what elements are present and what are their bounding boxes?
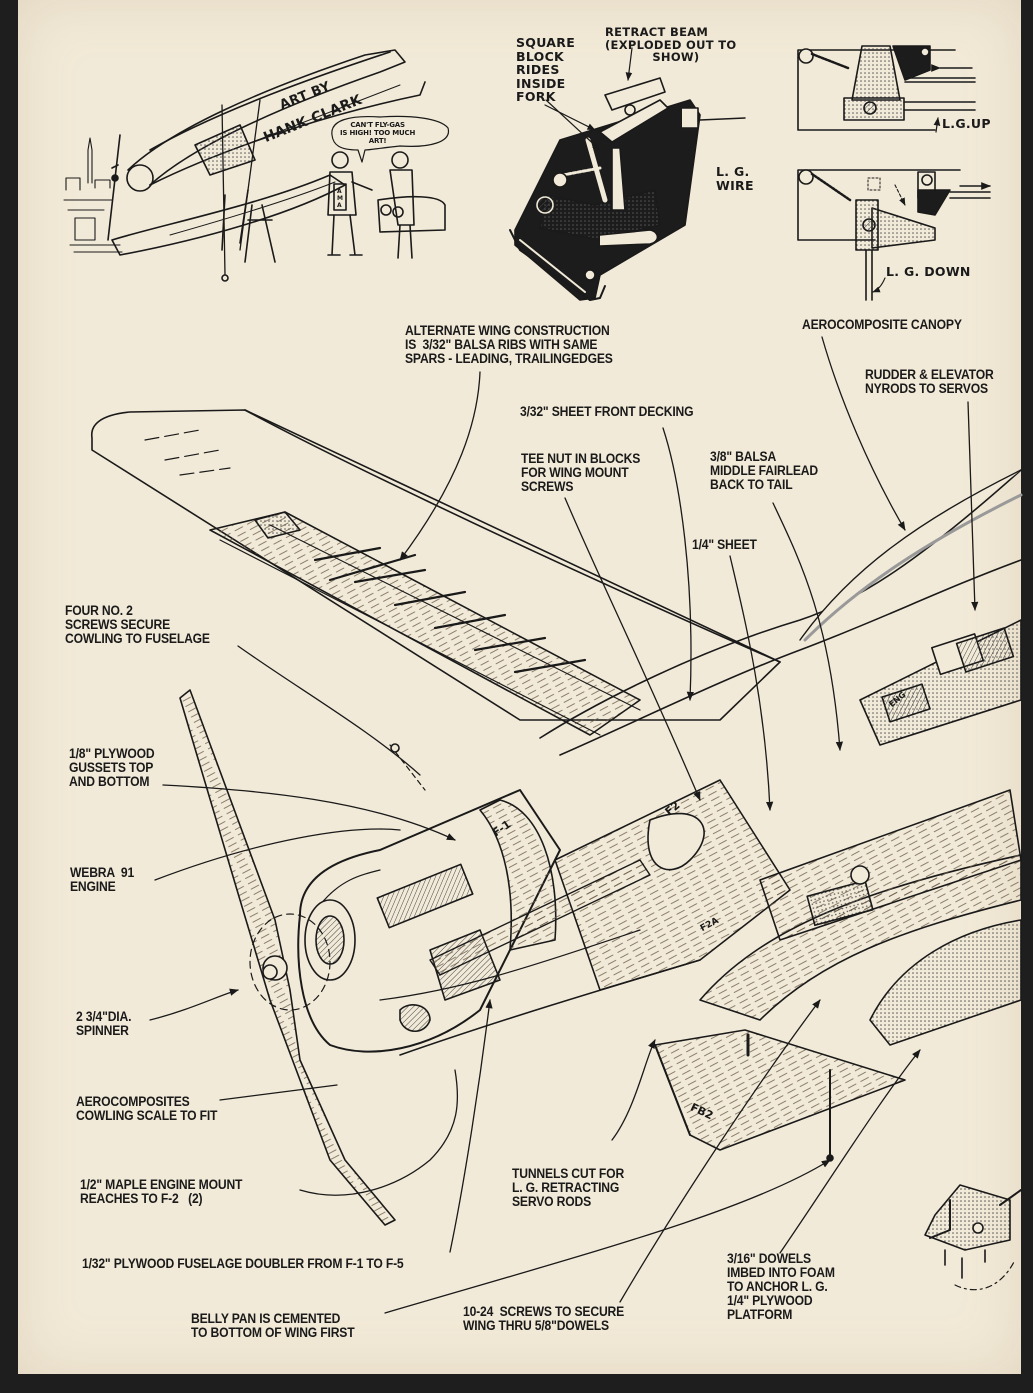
label-retract-beam: RETRACT BEAM (EXPLODED OUT TO SHOW) bbox=[605, 25, 737, 64]
label-lg-wire: L. G. WIRE bbox=[716, 164, 754, 193]
ama-sign: AMA bbox=[337, 188, 343, 209]
label-cowling-screws: FOUR NO. 2 SCREWS SECURE COWLING TO FUSE… bbox=[65, 603, 210, 646]
floatplane-sketch bbox=[107, 49, 426, 282]
fuselage-structure bbox=[297, 469, 1023, 1162]
label-webra-engine: WEBRA 91 ENGINE bbox=[70, 865, 135, 894]
label-dowels: 3/16" DOWELS IMBED INTO FOAM TO ANCHOR L… bbox=[727, 1251, 835, 1322]
gear-up-diagram bbox=[797, 45, 976, 133]
label-wing-screws: 10-24 SCREWS TO SECURE WING THRU 5/8"DOW… bbox=[463, 1304, 625, 1333]
gear-down-diagram bbox=[797, 169, 991, 301]
label-spinner: 2 3/4"DIA. SPINNER bbox=[76, 1009, 132, 1038]
label-rudder-elevator-nyrods: RUDDER & ELEVATOR NYRODS TO SERVOS bbox=[865, 367, 994, 396]
cartoon-people bbox=[327, 151, 446, 259]
retract-mechanism-detail bbox=[509, 77, 746, 301]
label-alternate-wing-construction: ALTERNATE WING CONSTRUCTION IS 3/32" BAL… bbox=[405, 323, 613, 366]
label-engine-mount: 1/2" MAPLE ENGINE MOUNT REACHES TO F-2 (… bbox=[80, 1177, 243, 1206]
speech-bubble-outline bbox=[331, 115, 449, 163]
label-fuselage-doubler: 1/32" PLYWOOD FUSELAGE DOUBLER FROM F-1 … bbox=[82, 1256, 404, 1271]
label-square-block: SQUARE BLOCK RIDES INSIDE FORK bbox=[516, 35, 576, 104]
label-lg-up: L.G.UP bbox=[942, 116, 991, 131]
label-plywood-gussets: 1/8" PLYWOOD GUSSETS TOP AND BOTTOM bbox=[69, 746, 155, 789]
label-aerocomposite-canopy: AEROCOMPOSITE CANOPY bbox=[802, 317, 962, 332]
propeller bbox=[179, 689, 396, 1226]
label-middle-fairlead: 3/8" BALSA MIDDLE FAIRLEAD BACK TO TAIL bbox=[710, 449, 818, 492]
label-lg-down: L. G. DOWN bbox=[886, 264, 971, 279]
label-belly-pan: BELLY PAN IS CEMENTED TO BOTTOM OF WING … bbox=[191, 1311, 355, 1340]
label-quarter-sheet: 1/4" SHEET bbox=[692, 537, 757, 552]
label-cowling: AEROCOMPOSITES COWLING SCALE TO FIT bbox=[76, 1094, 218, 1123]
label-tunnels: TUNNELS CUT FOR L. G. RETRACTING SERVO R… bbox=[512, 1166, 625, 1209]
cartoon-illustration bbox=[63, 49, 449, 282]
city-skyline-icon bbox=[63, 137, 123, 253]
label-tee-nut: TEE NUT IN BLOCKS FOR WING MOUNT SCREWS bbox=[521, 451, 641, 494]
speech-bubble-text: CAN'T FLY-GAS IS HIGH! TOO MUCH ART! bbox=[340, 121, 416, 145]
leader-lines bbox=[149, 336, 979, 1314]
retract-unit-small bbox=[924, 1184, 1022, 1291]
label-front-decking: 3/32" SHEET FRONT DECKING bbox=[520, 404, 694, 419]
wing-panel bbox=[91, 409, 781, 736]
